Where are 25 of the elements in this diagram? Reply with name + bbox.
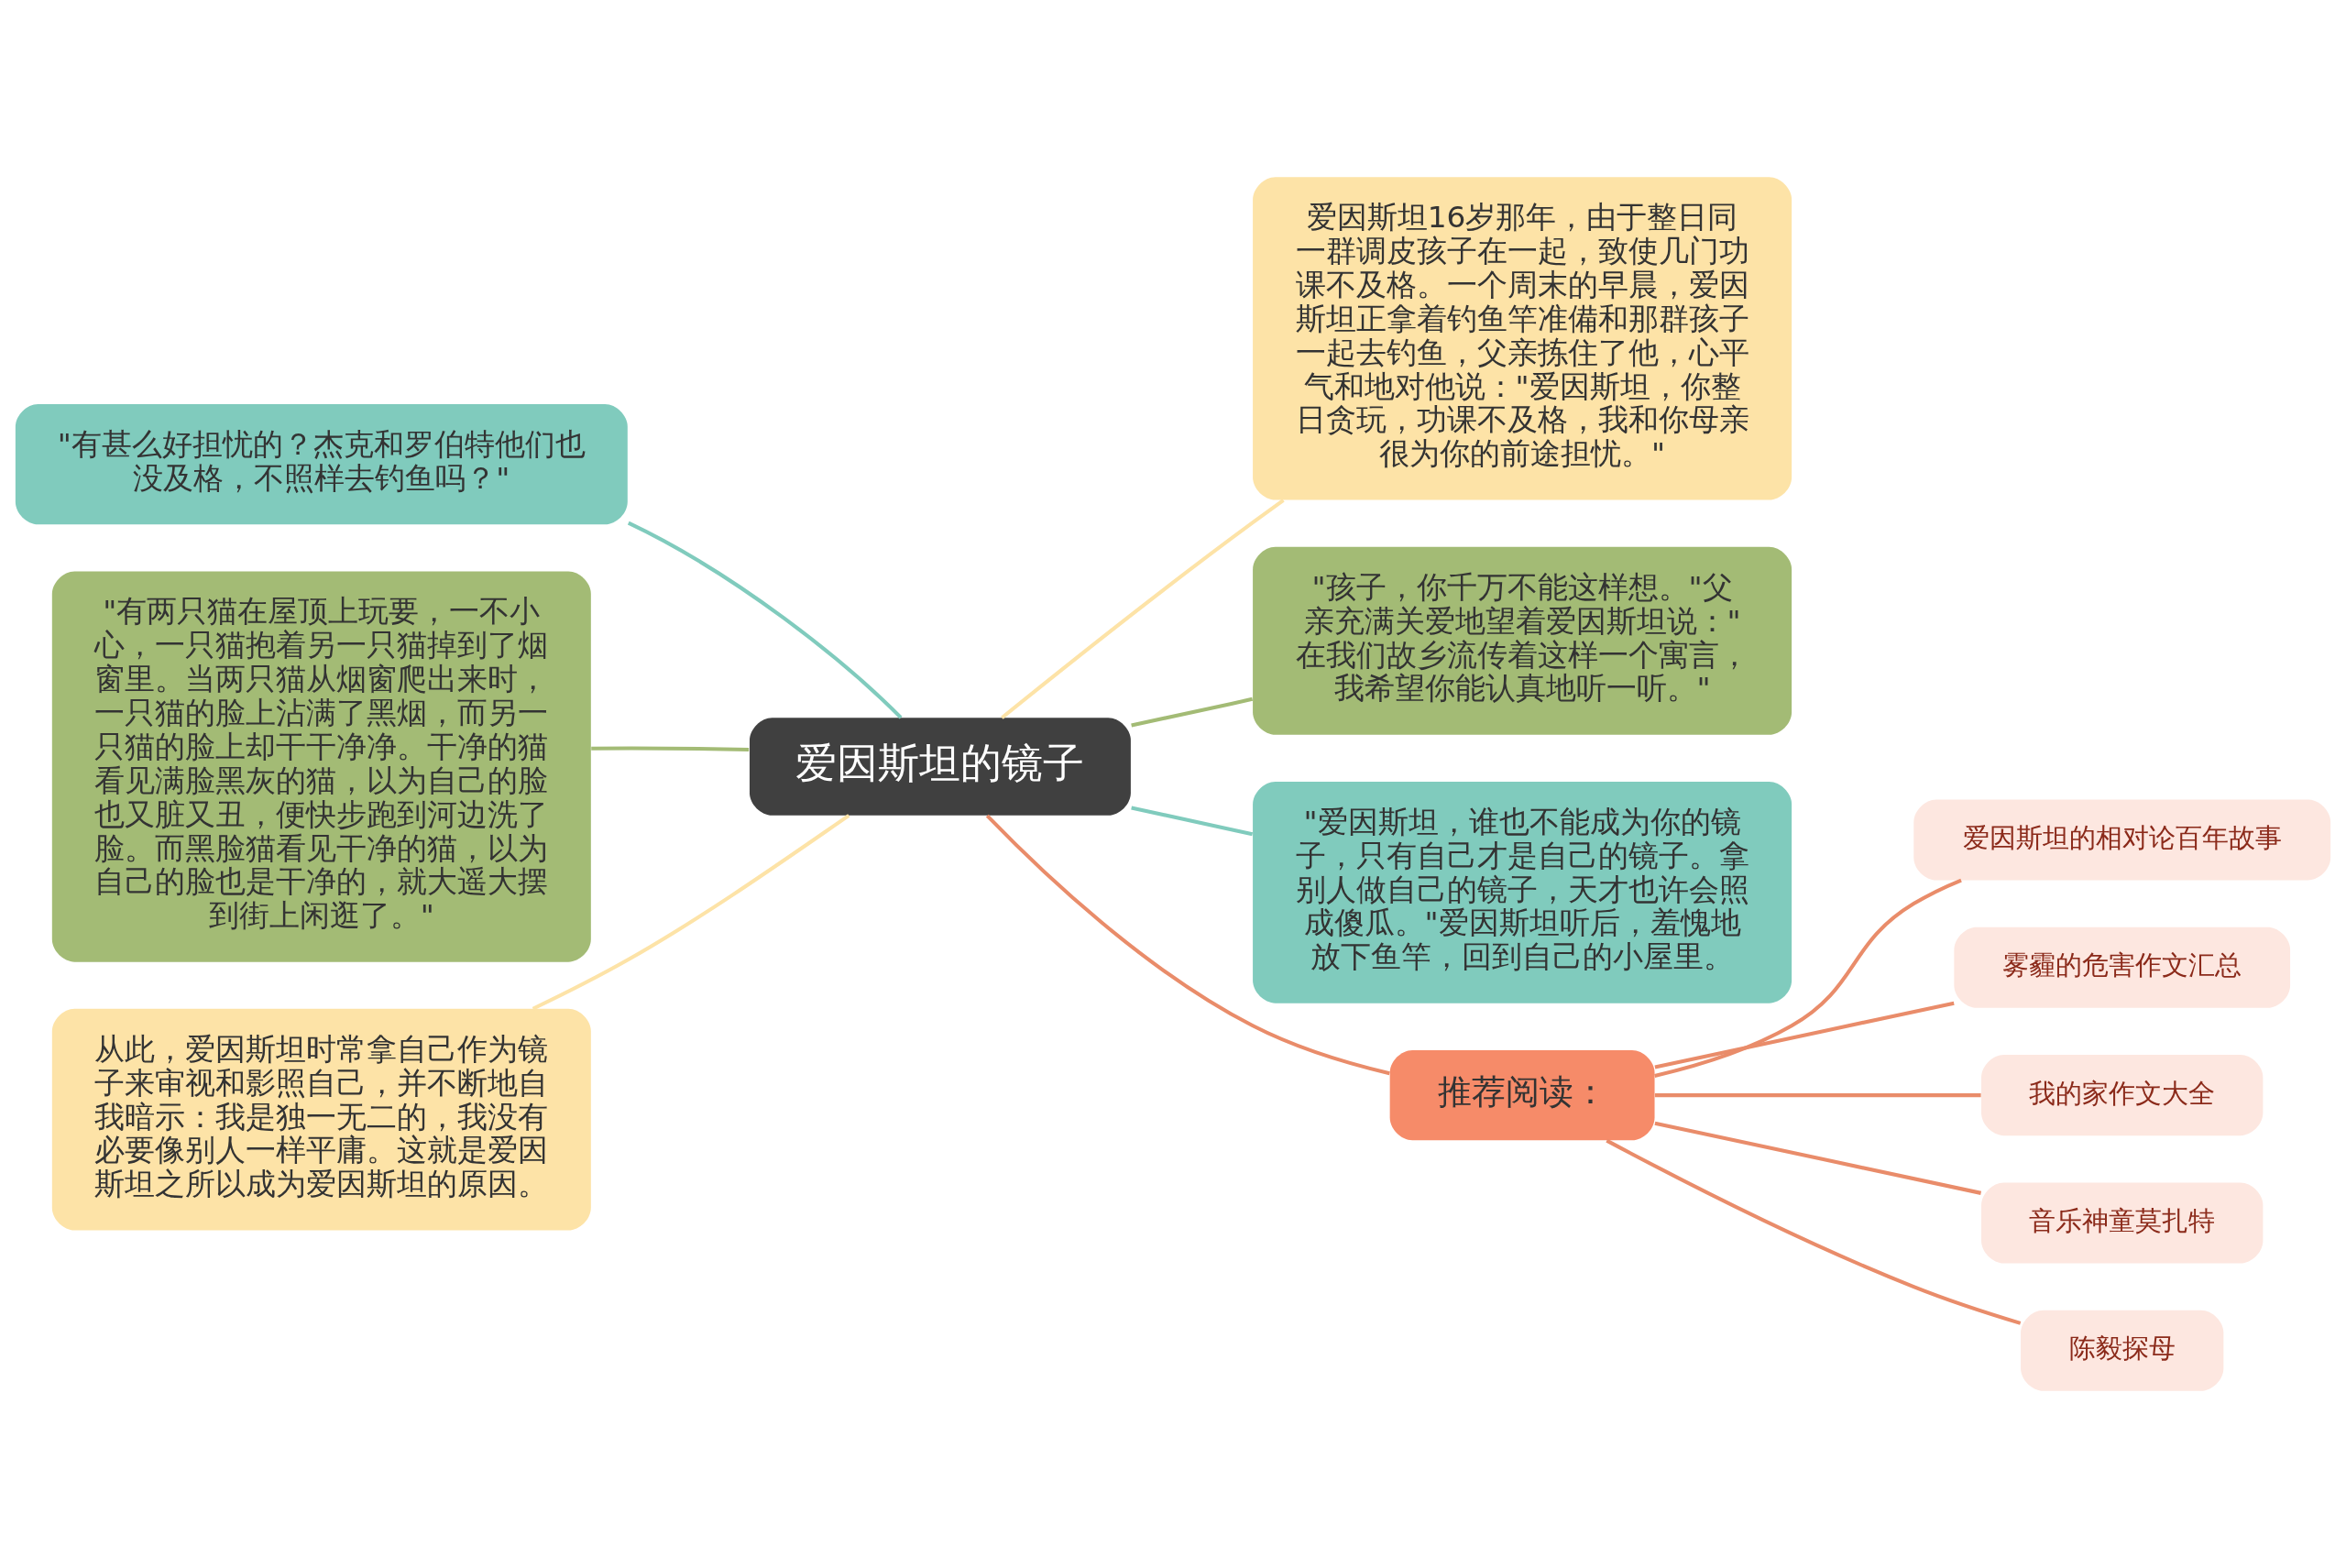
node-box: "孩子，你千万不能这样想。"父亲充满关爱地望着爱因斯坦说："在我们故乡流传着这样一个寓言，我希望你能认真地听一听。" <box>1253 546 1792 735</box>
connector <box>985 814 1390 1076</box>
node-box: 爱因斯坦的镜子 <box>749 718 1131 816</box>
connector <box>532 814 850 1011</box>
node-box: "爱因斯坦，谁也不能成为你的镜子，只有自己才是自己的镜子。拿别人做自己的镜子，天才也许会照成傻瓜。"爱因斯坦听后，羞愧地放下鱼竿，回到自己的小屋里。 <box>1253 781 1792 1003</box>
connector <box>1131 696 1254 728</box>
node-box: 爱因斯坦的相对论百年故事 <box>1913 799 2331 881</box>
connector <box>1131 806 1254 837</box>
connector <box>1654 1093 1981 1098</box>
node-box: 从此，爱因斯坦时常拿自己作为镜子来审视和影照自己，并不断地自我暗示：我是独一无二的，我没有必要像别人一样平庸。这就是爱因斯坦之所以成为爱因斯坦的原因。 <box>51 1008 591 1231</box>
connector <box>1606 1138 2022 1325</box>
node-box: 陈毅探母 <box>2021 1310 2224 1391</box>
connector <box>1654 1001 1955 1069</box>
node-box: 我的家作文大全 <box>1981 1055 2264 1136</box>
connector <box>1654 1121 1982 1195</box>
node-box: "有两只猫在屋顶上玩要，一不小心，一只猫抱着另一只猫掉到了烟窗里。当两只猫从烟窗爬出来时，一只猫的脸上沾满了黑烟，而另一只猫的脸上却干干净净。干净的猫看见满脸黑灰的猫，以为自己的脸也又脏又丑，便快步跑到河边洗了脸。而黑脸猫看见干净的猫，以为自己的脸也是干净的，就大遥大摆到街上闲逛了。" <box>51 571 591 962</box>
connector <box>591 746 750 751</box>
node-box: 推荐阅读： <box>1389 1049 1655 1141</box>
connector <box>1001 499 1285 719</box>
node-box: 爱因斯坦16岁那年，由于整日同一群调皮孩子在一起，致使几门功课不及格。一个周末的早晨，爱因斯坦正拿着钓鱼竿准備和那群孩子一起去钓鱼，父亲拣住了他，心平气和地对他说："爱因斯坦，你整日贪玩，功课不及格，我和你母亲很为你的前途担忧。" <box>1253 177 1792 500</box>
connector <box>627 521 903 719</box>
node-box: "有甚么好担忧的？杰克和罗伯特他们也没及格，不照样去钓鱼吗？" <box>15 404 628 525</box>
node-box: 雾霾的危害作文汇总 <box>1954 927 2291 1008</box>
node-box: 音乐神童莫扎特 <box>1981 1182 2264 1264</box>
connector <box>1654 878 1962 1078</box>
